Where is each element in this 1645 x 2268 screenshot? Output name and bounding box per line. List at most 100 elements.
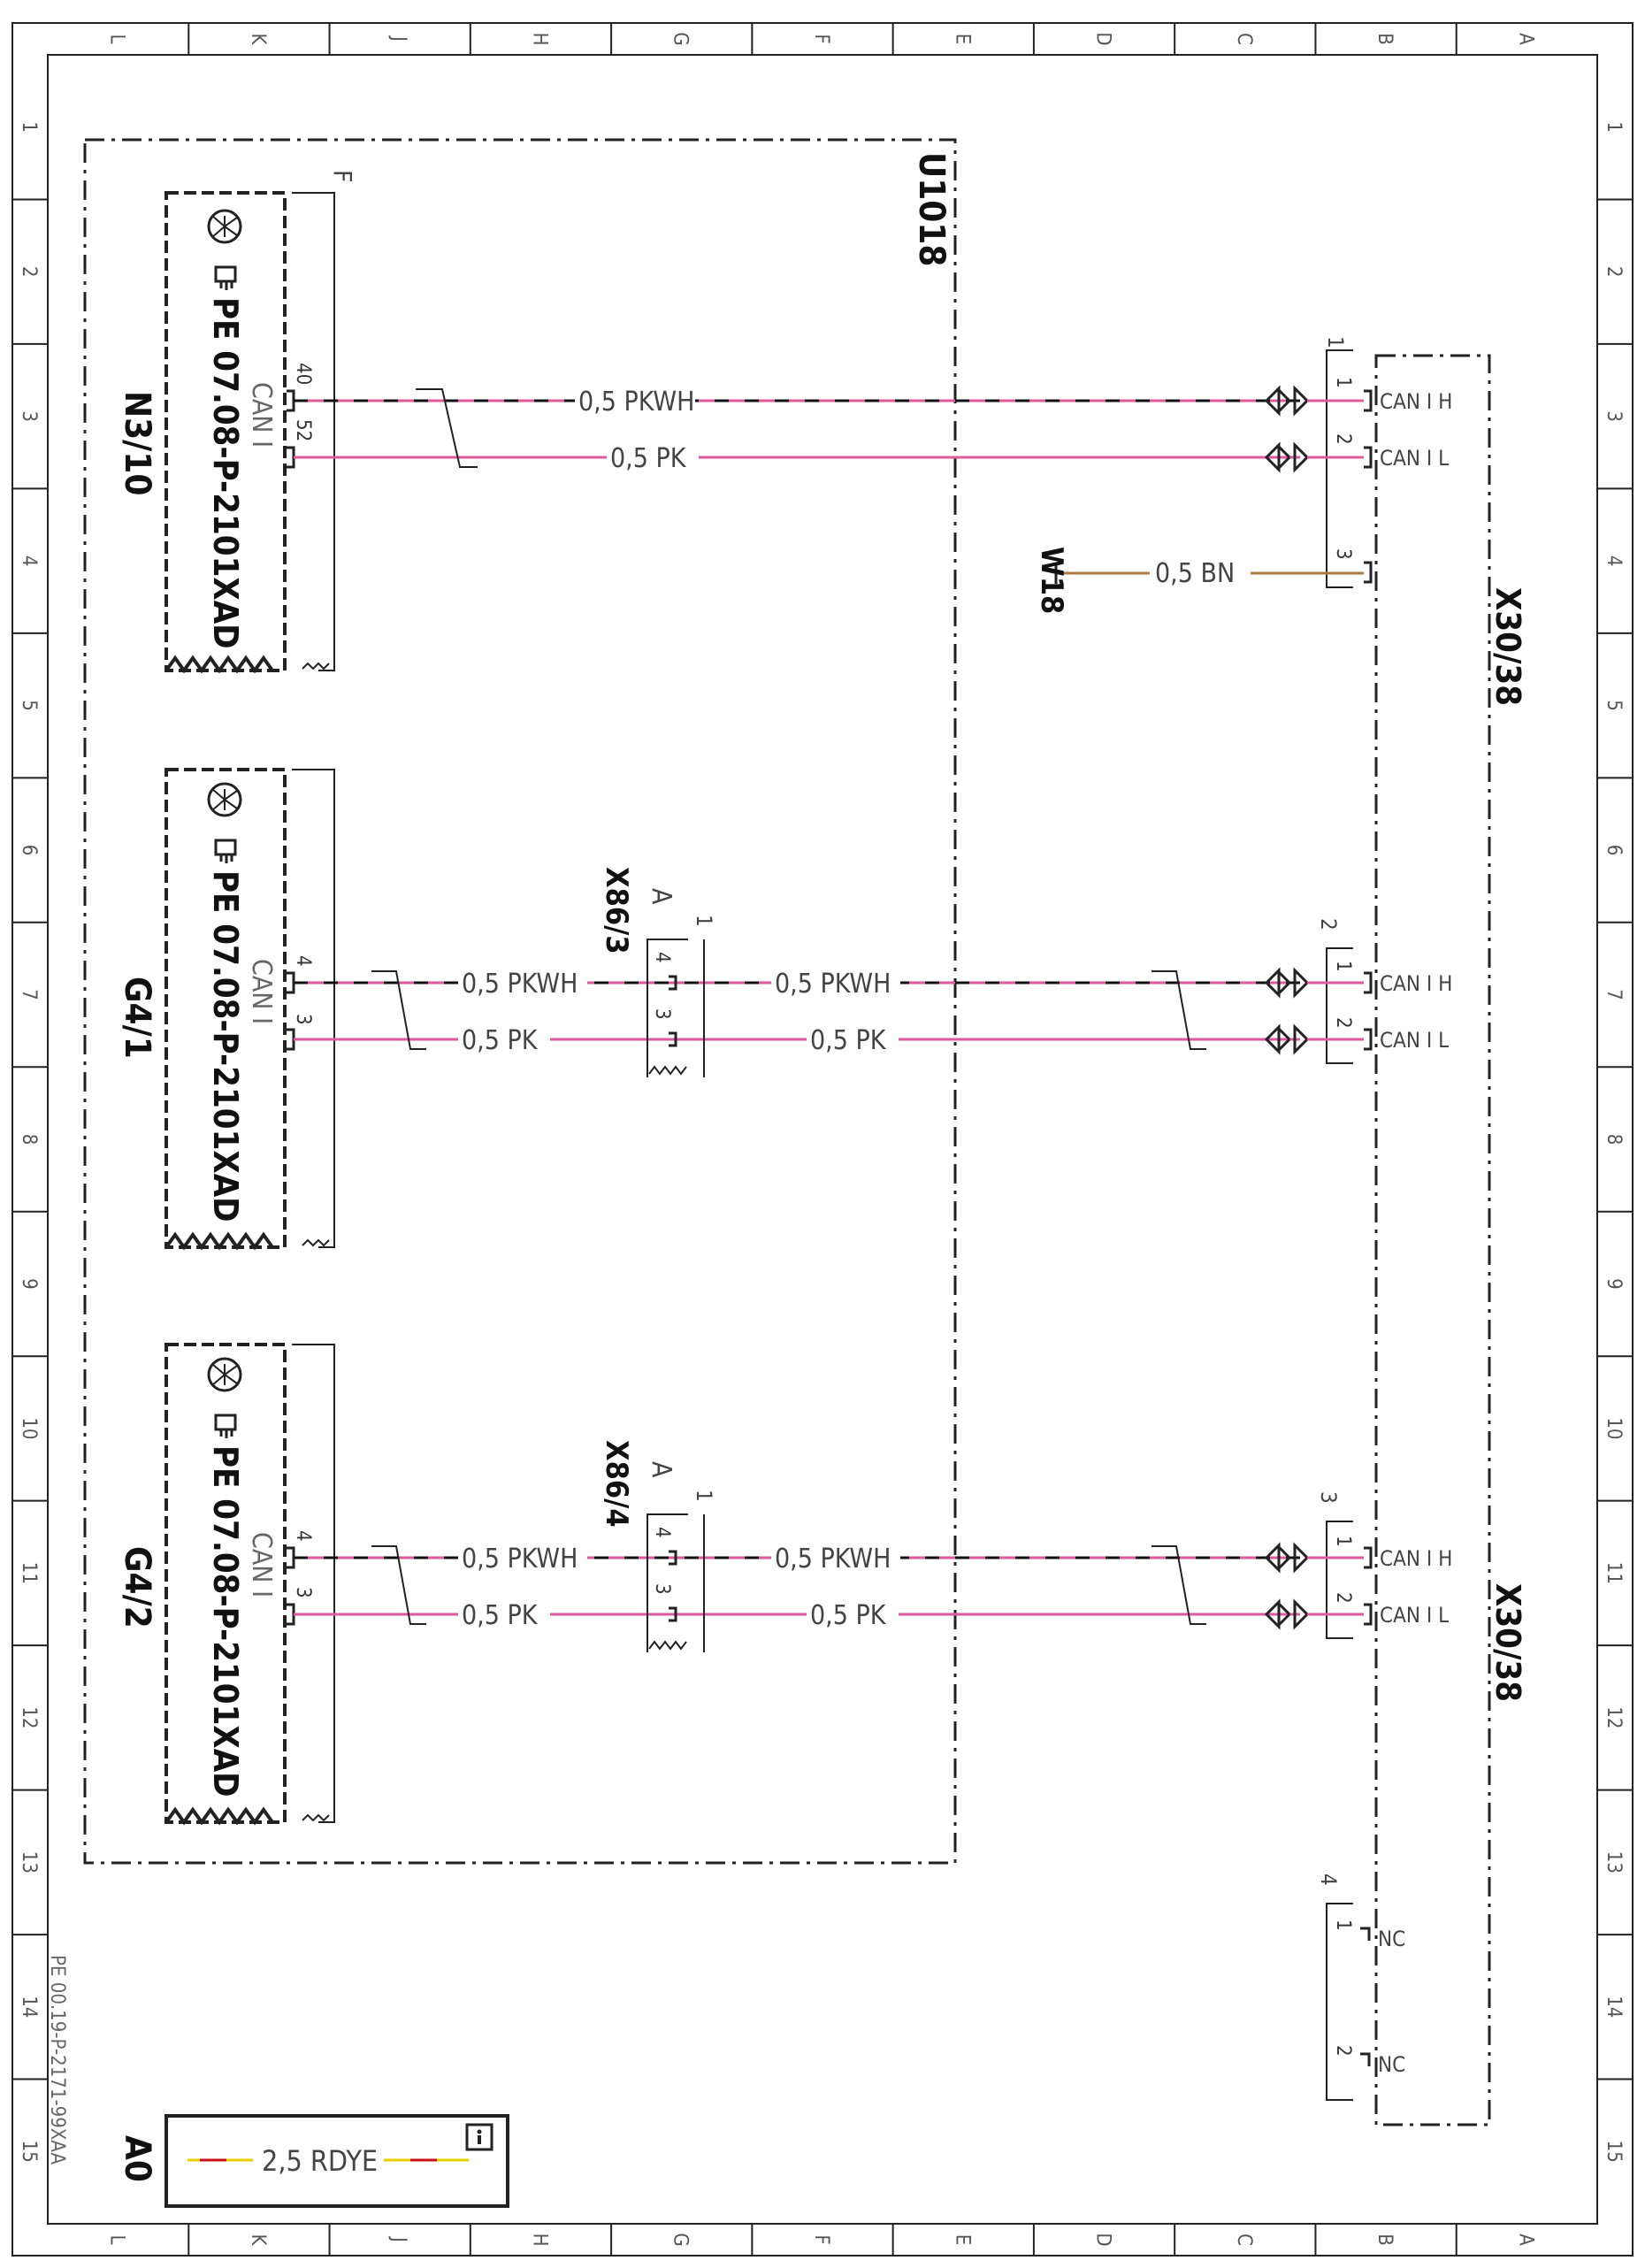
component-g4-2-pin-a: 4 bbox=[292, 1530, 314, 1542]
wire-label-bg bbox=[458, 1543, 587, 1573]
connector-arrow-icons bbox=[1264, 385, 1310, 1630]
component-g4-2-code: PE 07.08-P-2101XAD bbox=[206, 1445, 245, 1797]
grid-letter-top: H bbox=[528, 33, 550, 46]
grid-number-right: 9 bbox=[1603, 1278, 1625, 1290]
wire-label-pk-2a: 0,5 PK bbox=[462, 1025, 539, 1056]
x30-b4-pin2: 2 bbox=[1332, 2045, 1354, 2057]
wire-label-bn: 0,5 BN bbox=[1155, 558, 1235, 589]
transistor-icon bbox=[207, 209, 242, 244]
wire-label-bg bbox=[458, 968, 587, 998]
grid-number-left: 7 bbox=[18, 989, 40, 1000]
grid-number-left: 4 bbox=[18, 556, 40, 567]
grid-number-left: 15 bbox=[18, 2141, 40, 2163]
wire-label-bg bbox=[607, 442, 699, 472]
twisted-pair-mark bbox=[1152, 970, 1206, 1050]
legend-box: 2,5 RDYE A0 bbox=[117, 2114, 509, 2208]
twisted-pair-mark bbox=[371, 1545, 426, 1625]
component-n3-10-name: N3/10 bbox=[117, 391, 157, 495]
wire-label-bg bbox=[1150, 557, 1251, 587]
wire-label-bg bbox=[807, 1599, 899, 1629]
grid-number-left: 8 bbox=[18, 1134, 40, 1145]
component-g4-2-name: G4/2 bbox=[117, 1546, 157, 1628]
grid-number-left: 14 bbox=[18, 1996, 40, 2018]
x30-b3-signal1: CAN I H bbox=[1380, 1546, 1452, 1571]
grid-letter-top: E bbox=[951, 34, 973, 45]
component-n3-10: PE 07.08-P-2101XAD N3/10 CAN I 40 52 bbox=[117, 191, 335, 674]
splice-x86-4-pin-b: 3 bbox=[651, 1583, 673, 1595]
x30-pin-marks bbox=[1360, 389, 1373, 2066]
grid-number-right: 3 bbox=[1603, 410, 1625, 422]
grid-number-right: 5 bbox=[1603, 700, 1625, 711]
grid-number-left: 9 bbox=[18, 1278, 40, 1290]
x30-b3-signal2: CAN I L bbox=[1380, 1603, 1449, 1628]
wire-label-bg bbox=[458, 1599, 550, 1629]
grid-number-left: 6 bbox=[18, 845, 40, 856]
wire-label-pkwh-3a: 0,5 PKWH bbox=[462, 1544, 578, 1575]
twisted-pair-mark bbox=[1152, 1545, 1206, 1625]
wire-label-pk-3b: 0,5 PK bbox=[810, 1600, 887, 1631]
grid-number-right: 15 bbox=[1603, 2141, 1625, 2163]
grid-letter-bottom: G bbox=[669, 2233, 692, 2246]
grid-number-right: 2 bbox=[1603, 266, 1625, 278]
component-n3-10-pin-a: 40 bbox=[292, 363, 314, 385]
x30-block-1: 1 bbox=[1323, 336, 1353, 588]
grid-letter-top: B bbox=[1373, 33, 1396, 45]
transistor-icon bbox=[207, 782, 242, 817]
grid-letter-bottom: L bbox=[106, 2234, 128, 2244]
grid-number-left: 2 bbox=[18, 266, 40, 278]
ground-label-w18: W18 bbox=[1034, 547, 1069, 614]
grid-number-left: 1 bbox=[18, 121, 40, 133]
grid-letter-bottom: F bbox=[810, 2234, 832, 2244]
grid-letter-top: F bbox=[810, 34, 832, 43]
grid-number-right: 10 bbox=[1603, 1417, 1625, 1439]
x30-b1-pin1: 1 bbox=[1332, 377, 1354, 388]
grid-number-right: 6 bbox=[1603, 845, 1625, 856]
legend-wire-label: 2,5 RDYE bbox=[262, 2144, 378, 2178]
module-boundary bbox=[83, 138, 957, 1865]
x30-b1-signal1: CAN I H bbox=[1380, 389, 1452, 414]
x30-block-2-number: 2 bbox=[1316, 918, 1341, 931]
wire-label-pkwh-2a: 0,5 PKWH bbox=[462, 969, 578, 1000]
x30-b3-pin1: 1 bbox=[1332, 1536, 1354, 1547]
wire-label-pk-2b: 0,5 PK bbox=[810, 1025, 887, 1056]
component-n3-10-pin-b: 52 bbox=[292, 419, 314, 441]
wire-label-bg bbox=[458, 1024, 550, 1054]
x30-b4-signal1: NC bbox=[1378, 1927, 1405, 1951]
x30-label-top: X30/38 bbox=[1488, 587, 1527, 706]
component-g4-1-code: PE 07.08-P-2101XAD bbox=[206, 870, 245, 1222]
splice-x86-3-pin-a: 4 bbox=[651, 952, 673, 963]
component-g4-1-name: G4/1 bbox=[117, 977, 157, 1059]
grid-number-right: 12 bbox=[1603, 1706, 1625, 1728]
component-g4-2-bus: CAN I bbox=[246, 1532, 277, 1598]
x30-block-2: 2 bbox=[1316, 918, 1353, 1064]
wire-label-pkwh-2b: 0,5 PKWH bbox=[775, 969, 891, 1000]
wire-label-bg bbox=[771, 1543, 900, 1573]
sheet-reference: PE 00.19-P-2171-99XAA bbox=[46, 1955, 68, 2165]
component-n3-10-code: PE 07.08-P-2101XAD bbox=[206, 297, 245, 649]
x30-connector-outline bbox=[1374, 354, 1491, 2126]
x30-block-3-number: 3 bbox=[1316, 1491, 1341, 1504]
x30-b2-pin1: 1 bbox=[1332, 961, 1354, 972]
grid-letter-bottom: B bbox=[1373, 2234, 1396, 2246]
grid-letter-top: L bbox=[106, 34, 128, 43]
outer-frame bbox=[11, 22, 1634, 2257]
splice-x86-4-pin-a: 4 bbox=[651, 1527, 673, 1538]
x30-b4-signal2: NC bbox=[1378, 2052, 1405, 2077]
transistor-icon bbox=[207, 1357, 242, 1392]
wire-label-bg bbox=[771, 968, 900, 998]
hand-pointer-icon bbox=[214, 839, 237, 863]
component-g4-2: PE 07.08-P-2101XAD G4/2 CAN I 4 3 bbox=[117, 1343, 335, 1826]
x30-b2-signal1: CAN I H bbox=[1380, 971, 1452, 996]
component-g4-1: PE 07.08-P-2101XAD G4/1 CAN I 4 3 bbox=[117, 768, 335, 1251]
component-n3-10-bus: CAN I bbox=[246, 382, 277, 448]
grid-letter-bottom: C bbox=[1233, 2234, 1255, 2246]
grid-letter-top: K bbox=[247, 34, 269, 46]
grid-number-right: 14 bbox=[1603, 1996, 1625, 2018]
grid-number-left: 10 bbox=[18, 1417, 40, 1439]
grid-letter-top: G bbox=[669, 32, 692, 45]
grid-letter-top: D bbox=[1092, 32, 1114, 45]
x30-block-1-number: 1 bbox=[1323, 336, 1348, 349]
x30-b2-pin2: 2 bbox=[1332, 1017, 1354, 1029]
splice-x86-3-pin-b: 3 bbox=[651, 1008, 673, 1020]
